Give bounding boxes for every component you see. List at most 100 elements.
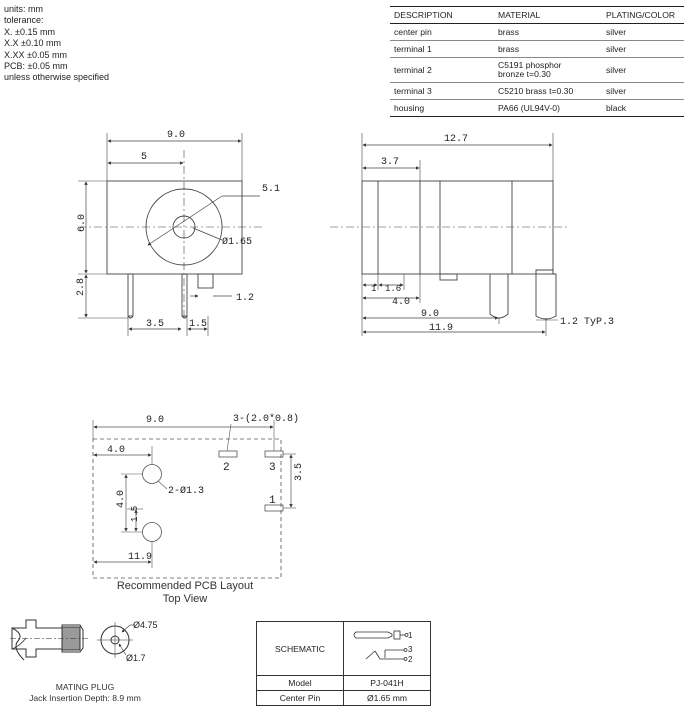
dim-f: 11.9: [429, 323, 453, 334]
pcb-outline: [92, 438, 282, 579]
side-pin-right: [535, 269, 557, 320]
table-row: Center Pin Ø1.65 mm: [256, 690, 431, 706]
dim-b: 1: [371, 284, 376, 294]
table-row: housing PA66 (UL94V-0) black: [390, 99, 684, 117]
side-pin-small: [439, 273, 458, 281]
material-line-2: bronze t=0.30: [498, 69, 551, 79]
dim-a: 3.7: [381, 157, 399, 168]
material-line-1: C5191 phosphor: [498, 60, 562, 70]
tolerance-line: X.XX ±0.05 mm: [4, 49, 67, 60]
row-plating: silver: [602, 23, 684, 41]
dim-d: 4.0: [392, 297, 410, 308]
dim-pin-height: 2.8: [76, 278, 87, 296]
tolerance-notes: units: mm tolerance: X. ±0.15 mm X.X ±0.…: [4, 4, 109, 84]
dim-c: 1.6: [385, 284, 401, 294]
pin-tip: [127, 315, 134, 319]
pcb-hole-1: [142, 464, 162, 484]
pin-center: [181, 273, 188, 317]
dim-pitch-a: 3.5: [146, 319, 164, 330]
table-row: SCHEMATIC: [256, 621, 431, 676]
row-material: PA66 (UL94V-0): [494, 99, 602, 117]
dim-e: 9.0: [421, 309, 439, 320]
pcb-pin-3: 3: [269, 462, 276, 474]
dim-width: 9.0: [167, 130, 185, 141]
dim-height: 6.0: [77, 214, 88, 232]
header-plating: PLATING/COLOR: [602, 6, 684, 24]
pcb-dim-slots: 3-(2.0*0.8): [233, 413, 299, 425]
row-description: terminal 3: [390, 82, 494, 100]
side-view: [330, 133, 570, 336]
tolerance-line: tolerance:: [4, 15, 44, 26]
pcb-dim-x2: 11.9: [128, 552, 152, 563]
plug-caption-depth: Jack Insertion Depth: 8.9 mm: [29, 693, 141, 703]
pcb-dim-y1: 4.0: [116, 490, 127, 508]
tolerance-line: X. ±0.15 mm: [4, 26, 55, 37]
table-row: terminal 3 C5210 brass t=0.30 silver: [390, 82, 684, 100]
side-housing: [361, 180, 554, 275]
mating-plug: [10, 619, 135, 661]
side-pin: [489, 274, 509, 319]
row-material: brass: [494, 23, 602, 41]
housing-outline: [106, 180, 243, 275]
plug-outer-diameter: Ø4.75: [133, 620, 158, 630]
dim-center-x: 5: [141, 152, 147, 163]
pcb-slot-3: [264, 450, 284, 458]
row-description: center pin: [390, 23, 494, 41]
pcb-dim-x1: 4.0: [107, 445, 125, 456]
material-table-header: DESCRIPTION MATERIAL PLATING/COLOR: [390, 6, 684, 24]
table-row: center pin brass silver: [390, 23, 684, 41]
pcb-pin-2: 2: [223, 462, 230, 474]
side-view-labels: 12.7 3.7 1 1.6 4.0 9.0 11.9 1.2 TyP.3: [371, 134, 614, 334]
front-view-labels: 9.0 5 6.0 2.8 5.1 Ø1.65 1.2 3.5 1.5: [76, 130, 280, 330]
pcb-labels: 9.0 3-(2.0*0.8) 4.0 2-Ø1.3 4.0 1.5 11.9 …: [107, 413, 305, 563]
row-material: C5210 brass t=0.30: [494, 82, 602, 100]
pcb-dim-width: 9.0: [146, 415, 164, 426]
header-material: MATERIAL: [494, 6, 602, 24]
row-material: brass: [494, 40, 602, 58]
tolerance-line: X.X ±0.10 mm: [4, 38, 61, 49]
dim-length: 12.7: [444, 134, 468, 145]
plug-caption-title: MATING PLUG: [55, 682, 115, 692]
header-description: DESCRIPTION: [390, 6, 494, 24]
row-plating: silver: [602, 57, 684, 83]
pcb-hole-2: [142, 522, 162, 542]
tolerance-line: units: mm: [4, 4, 44, 14]
model-label: Model: [256, 675, 344, 691]
pin-right: [197, 273, 214, 289]
pcb-layout: [92, 420, 296, 579]
table-row: Model PJ-041H: [256, 675, 431, 691]
center-pin-value: Ø1.65 mm: [343, 690, 431, 706]
dim-pin-width: 1.2: [236, 293, 254, 304]
row-plating: silver: [602, 82, 684, 100]
dim-pitch-b: 1.5: [189, 319, 207, 330]
mating-plug-labels: Ø4.75 Ø1.7: [126, 620, 158, 663]
pcb-caption-subtitle: Top View: [162, 593, 208, 605]
row-description: terminal 1: [390, 40, 494, 58]
pcb-dim-holes: 2-Ø1.3: [168, 485, 204, 497]
pcb-dim-h: 3.5: [294, 463, 305, 481]
center-pin-label: Center Pin: [256, 690, 344, 706]
plug-inner-diameter: Ø1.7: [126, 653, 146, 663]
row-plating: black: [602, 99, 684, 117]
dim-hole: Ø1.65: [222, 236, 252, 248]
table-row: terminal 1 brass silver: [390, 40, 684, 58]
pcb-slot-2: [218, 450, 238, 458]
plug-cut-line: [11, 627, 25, 661]
row-description: terminal 2: [390, 57, 494, 83]
pcb-caption-title: Recommended PCB Layout: [116, 580, 254, 592]
row-plating: silver: [602, 40, 684, 58]
tolerance-line: unless otherwise specified: [4, 72, 110, 83]
pin-tip: [181, 315, 188, 319]
schematic-label: SCHEMATIC: [256, 621, 344, 676]
front-view: [78, 133, 262, 336]
plug-body-side: [11, 619, 84, 658]
pcb-caption: Recommended PCB Layout Top View: [90, 580, 280, 606]
dim-radius: 5.1: [262, 184, 280, 195]
plug-caption: MATING PLUG Jack Insertion Depth: 8.9 mm: [0, 682, 170, 704]
pcb-pin-1: 1: [269, 495, 276, 507]
schematic-table: SCHEMATIC Model PJ-041H Center Pin Ø1.65…: [256, 621, 431, 706]
material-table: DESCRIPTION MATERIAL PLATING/COLOR cente…: [390, 6, 684, 117]
